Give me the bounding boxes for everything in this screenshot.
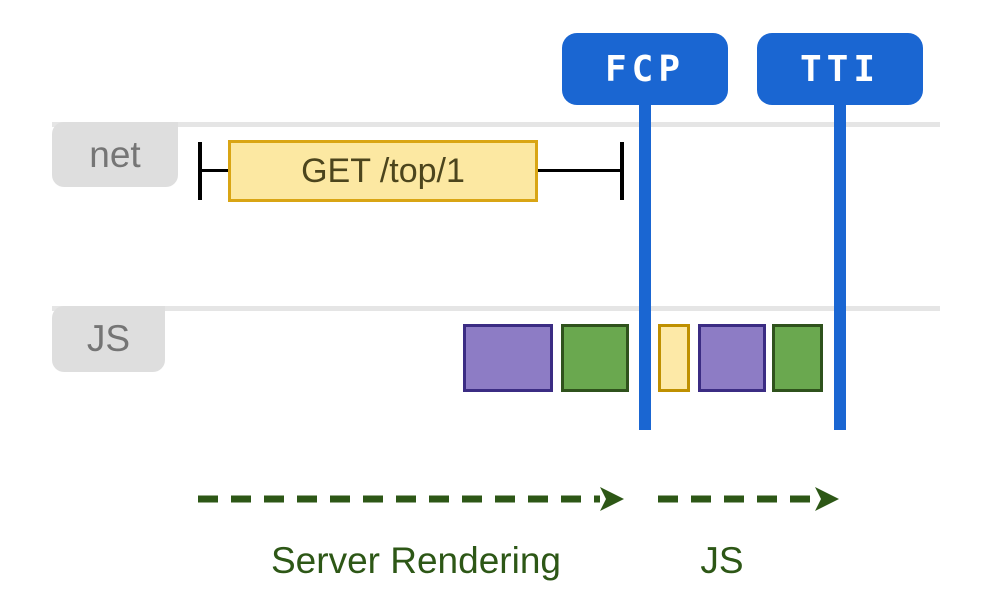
tti-badge-label: TTI bbox=[799, 48, 881, 90]
request-start-connector bbox=[202, 169, 228, 172]
js-task-yellow-1 bbox=[658, 324, 690, 392]
net-lane-line bbox=[52, 122, 940, 127]
fcp-badge: FCP bbox=[562, 33, 728, 105]
tti-marker-line bbox=[834, 102, 846, 430]
request-end-connector bbox=[538, 169, 620, 172]
fcp-badge-label: FCP bbox=[604, 48, 686, 90]
tti-badge: TTI bbox=[757, 33, 923, 105]
js-phase-label: JS bbox=[700, 540, 744, 581]
server-rendering-phase-label: Server Rendering bbox=[271, 540, 561, 581]
request-end-whisker bbox=[620, 142, 624, 200]
js-task-purple-1 bbox=[463, 324, 553, 392]
fcp-marker-line bbox=[639, 102, 651, 430]
server-rendering-arrowhead bbox=[600, 487, 624, 511]
js-task-green-2 bbox=[772, 324, 823, 392]
js-task-green-1 bbox=[561, 324, 629, 392]
js-task-purple-2 bbox=[698, 324, 766, 392]
net-lane-label: net bbox=[89, 133, 141, 175]
js-lane-tab: JS bbox=[52, 306, 165, 372]
js-arrowhead bbox=[815, 487, 839, 511]
js-lane-line bbox=[52, 306, 940, 311]
request-start-whisker bbox=[198, 142, 202, 200]
js-lane-label: JS bbox=[86, 318, 131, 359]
net-lane-tab: net bbox=[52, 122, 178, 187]
network-request-label: GET /top/1 bbox=[301, 151, 465, 190]
network-request-box: GET /top/1 bbox=[228, 140, 538, 202]
